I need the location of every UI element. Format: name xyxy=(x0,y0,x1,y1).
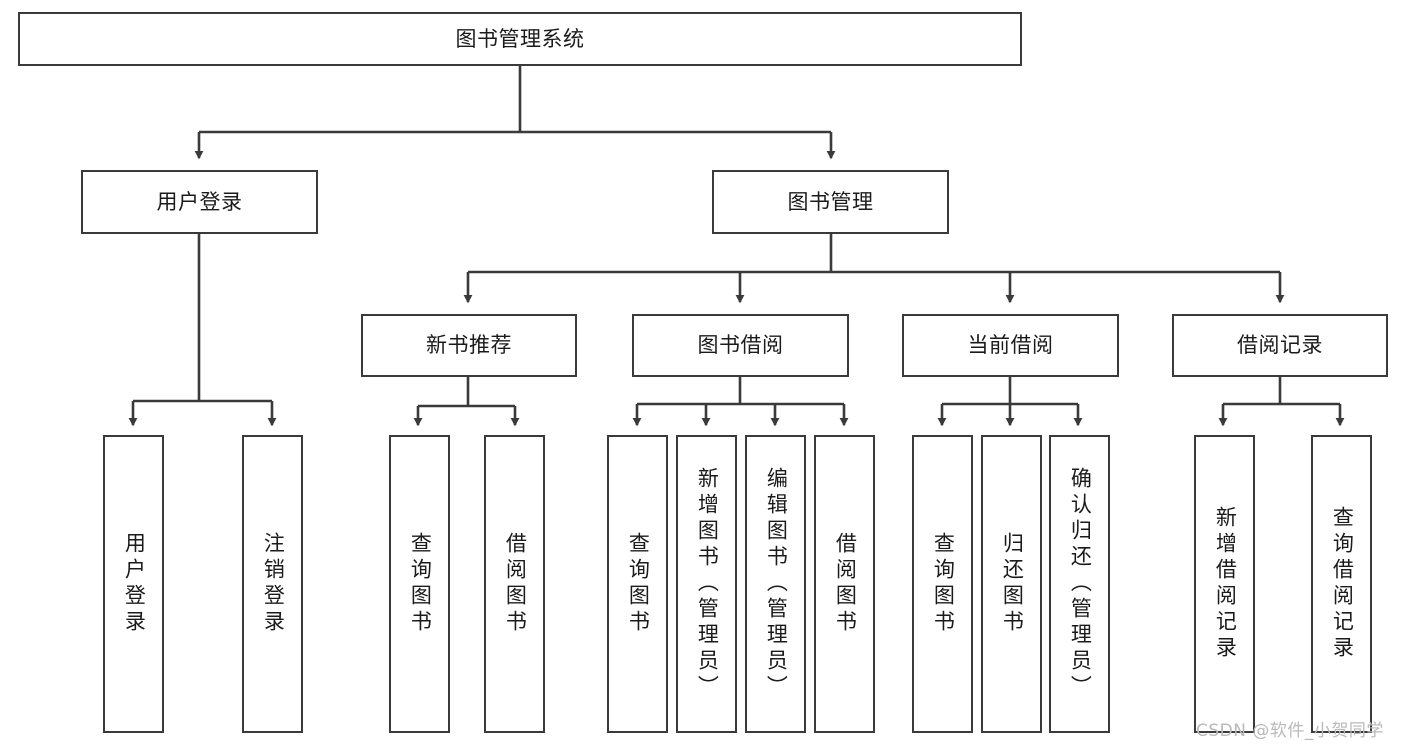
leaf-query-borrow-record[interactable]: 查询借阅记录 xyxy=(1311,435,1372,733)
node-book-management[interactable]: 图书管理 xyxy=(712,170,949,234)
leaf-query-book-borrow-label: 查询图书 xyxy=(626,532,651,636)
leaf-confirm-return-admin-label: 确认归还（管理员） xyxy=(1068,467,1093,701)
node-borrow-record[interactable]: 借阅记录 xyxy=(1172,314,1388,377)
leaf-borrow-book-recommend[interactable]: 借阅图书 xyxy=(484,435,545,733)
leaf-query-book-borrow[interactable]: 查询图书 xyxy=(607,435,668,733)
watermark: CSDN @软件_小贺同学 xyxy=(1196,721,1384,741)
leaf-logout-label: 注销登录 xyxy=(261,532,286,636)
leaf-return-book-label: 归还图书 xyxy=(1000,532,1025,636)
leaf-user-login-label: 用户登录 xyxy=(122,532,147,636)
node-borrow-record-label: 借阅记录 xyxy=(1237,333,1323,358)
leaf-add-borrow-record-label: 新增借阅记录 xyxy=(1213,506,1238,662)
leaf-logout[interactable]: 注销登录 xyxy=(242,435,303,733)
leaf-query-book-recommend[interactable]: 查询图书 xyxy=(389,435,450,733)
node-book-borrow-label: 图书借阅 xyxy=(697,333,784,358)
leaf-edit-book-admin-label: 编辑图书（管理员） xyxy=(764,467,789,701)
node-book-management-label: 图书管理 xyxy=(787,189,874,214)
leaf-query-book-current-label: 查询图书 xyxy=(931,532,956,636)
node-current-borrow[interactable]: 当前借阅 xyxy=(902,314,1119,377)
leaf-query-book-current[interactable]: 查询图书 xyxy=(912,435,973,733)
leaf-add-book-admin-label: 新增图书（管理员） xyxy=(695,467,720,701)
node-user-login[interactable]: 用户登录 xyxy=(81,170,318,234)
node-root-label: 图书管理系统 xyxy=(455,26,585,51)
node-new-book-recommend-label: 新书推荐 xyxy=(426,333,512,358)
leaf-borrow-book[interactable]: 借阅图书 xyxy=(814,435,875,733)
leaf-query-borrow-record-label: 查询借阅记录 xyxy=(1330,506,1355,662)
node-user-login-label: 用户登录 xyxy=(156,189,243,214)
node-new-book-recommend[interactable]: 新书推荐 xyxy=(361,314,577,377)
leaf-edit-book-admin[interactable]: 编辑图书（管理员） xyxy=(745,435,806,733)
leaf-confirm-return-admin[interactable]: 确认归还（管理员） xyxy=(1049,435,1110,733)
leaf-user-login[interactable]: 用户登录 xyxy=(103,435,164,733)
leaf-return-book[interactable]: 归还图书 xyxy=(981,435,1042,733)
node-root[interactable]: 图书管理系统 xyxy=(18,12,1022,66)
leaf-borrow-book-label: 借阅图书 xyxy=(833,532,858,636)
leaf-add-borrow-record[interactable]: 新增借阅记录 xyxy=(1194,435,1255,733)
node-book-borrow[interactable]: 图书借阅 xyxy=(632,314,849,377)
node-current-borrow-label: 当前借阅 xyxy=(967,333,1054,358)
leaf-borrow-book-recommend-label: 借阅图书 xyxy=(503,532,528,636)
leaf-add-book-admin[interactable]: 新增图书（管理员） xyxy=(676,435,737,733)
leaf-query-book-recommend-label: 查询图书 xyxy=(408,532,433,636)
